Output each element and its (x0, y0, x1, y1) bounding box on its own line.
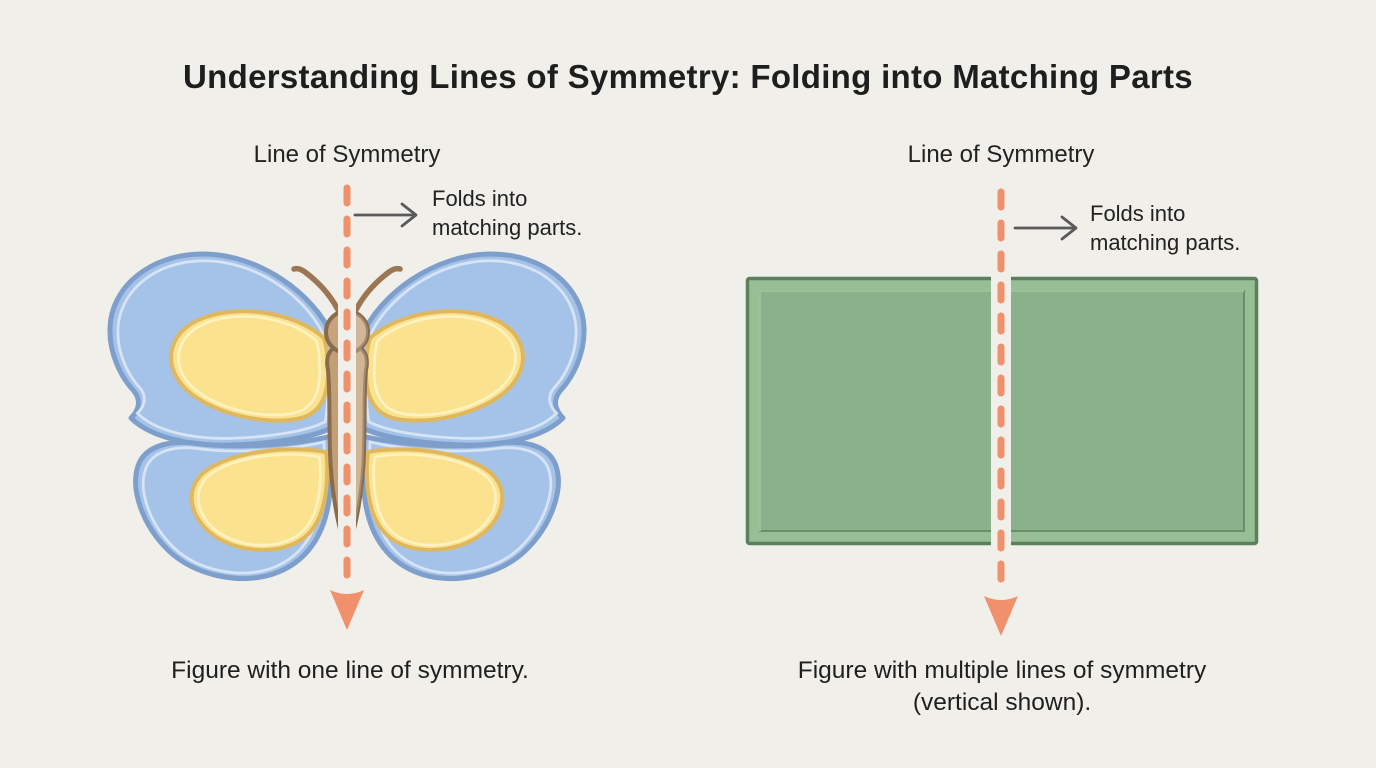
right-caption: Figure with multiple lines of symmetry (… (798, 655, 1206, 718)
left-symmetry-label: Line of Symmetry (253, 141, 441, 168)
left-pointer-arrow-icon (353, 202, 418, 228)
right-pointer-arrow-icon (1013, 215, 1078, 241)
left-fold-note-line2: matching parts. (432, 215, 583, 240)
right-caption-line2: (vertical shown). (912, 688, 1092, 716)
right-fold-note-line2: matching parts. (1090, 230, 1241, 255)
page-title: Understanding Lines of Symmetry: Folding… (183, 58, 1193, 95)
left-symmetry-line (330, 184, 364, 630)
butterfly-left-wing (110, 254, 341, 578)
left-caption: Figure with one line of symmetry. (171, 657, 529, 684)
right-symmetry-label: Line of Symmetry (907, 141, 1095, 168)
left-fold-note-line1: Folds into (432, 186, 528, 211)
right-fold-note-line1: Folds into (1090, 201, 1186, 226)
rectangle-bevel-shadow (760, 291, 1245, 532)
right-fold-note: Folds into matching parts. (1090, 199, 1240, 257)
butterfly-right-wing (353, 254, 584, 578)
right-symmetry-line (984, 188, 1018, 636)
rectangle-bevel-highlight (759, 290, 1244, 531)
down-arrowhead-icon (330, 590, 364, 630)
down-arrowhead-icon (984, 596, 1018, 636)
right-caption-line1: Figure with multiple lines of symmetry (797, 657, 1207, 684)
left-fold-note: Folds into matching parts. (432, 184, 582, 242)
